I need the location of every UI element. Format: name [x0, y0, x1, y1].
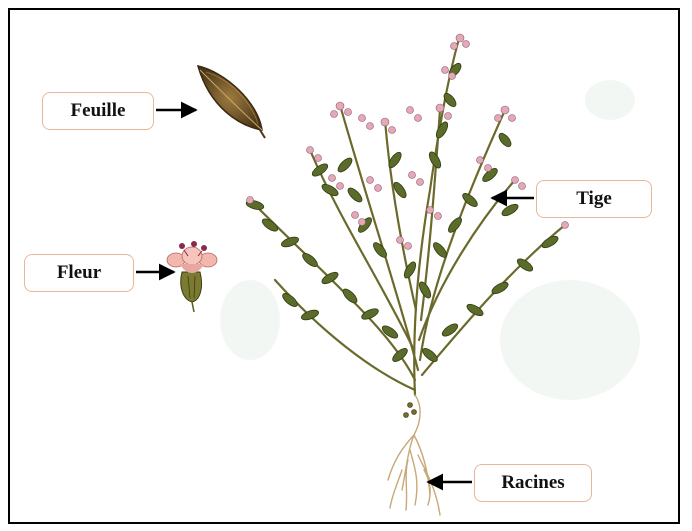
root-crown	[404, 403, 417, 418]
feuille-label-text: Feuille	[71, 100, 126, 122]
flower-illustration	[167, 241, 217, 312]
tige-label-text: Tige	[576, 188, 612, 210]
leaf-illustration	[198, 66, 265, 138]
racines-label: Racines	[474, 464, 592, 502]
plant-flower-clusters	[247, 34, 569, 250]
fleur-label-text: Fleur	[57, 262, 101, 284]
diagram-frame: Feuille Fleur Tige Racines	[8, 8, 680, 524]
fleur-label: Fleur	[24, 254, 134, 292]
feuille-label: Feuille	[42, 92, 154, 130]
racines-label-text: Racines	[501, 472, 564, 494]
tige-label: Tige	[536, 180, 652, 218]
